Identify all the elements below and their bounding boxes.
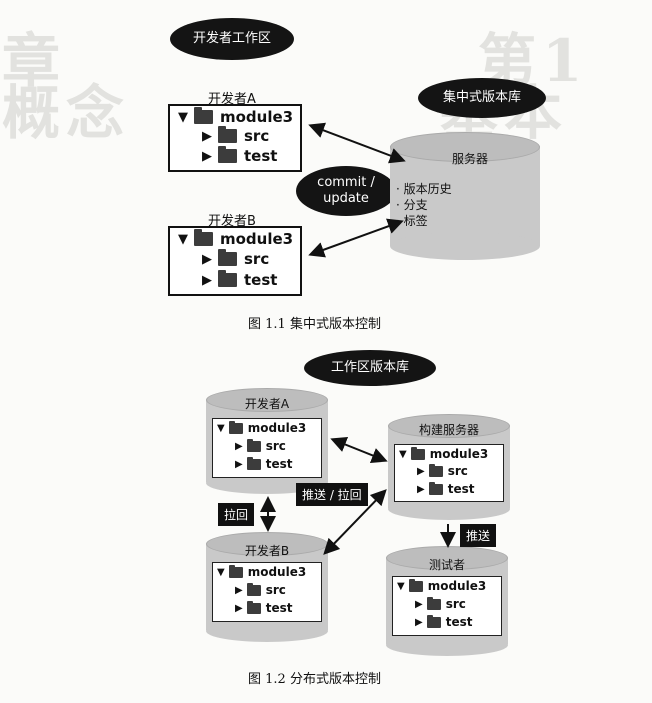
tree-test-row: ▶ test (202, 270, 278, 289)
figure1-caption: 图 1.1 集中式版本控制 (248, 317, 381, 332)
folder-icon (246, 438, 261, 452)
ghost-chapter-text: 章 (2, 27, 67, 95)
cyl-a-tree: ▼ module3 ▶ src ▶ test (212, 418, 322, 478)
server-item-history: · 版本历史 (396, 182, 452, 196)
triangle-right-icon: ▶ (202, 251, 212, 267)
triangle-right-icon: ▶ (417, 483, 425, 495)
folder-icon (228, 420, 243, 434)
triangle-right-icon: ▶ (235, 440, 243, 452)
tree-src-label: src (244, 250, 270, 268)
triangle-right-icon: ▶ (202, 272, 212, 288)
figure2-caption: 图 1.2 分布式版本控制 (248, 672, 381, 687)
central-repo-label: 集中式版本库 (442, 89, 521, 105)
developer-a-box: ▼ module3 ▶ src ▶ test (168, 104, 302, 172)
folder-icon (218, 146, 237, 163)
arrow-a-build (330, 437, 388, 463)
folder-icon (426, 614, 441, 628)
tree-root-label: module3 (247, 421, 307, 435)
tree-test-label: test (265, 601, 293, 615)
triangle-right-icon: ▶ (235, 458, 243, 470)
tree-root-label: module3 (247, 565, 307, 579)
workspace-label: 开发者工作区 (192, 30, 271, 46)
folder-icon (228, 564, 243, 578)
workspace-oval: 开发者工作区 (170, 18, 294, 60)
triangle-right-icon: ▶ (415, 598, 423, 610)
folder-icon (428, 481, 443, 495)
workspace-repo-oval: 工作区版本库 (304, 350, 436, 386)
central-repo-oval: 集中式版本库 (418, 78, 546, 118)
ghost-concept-text: 概念 (2, 79, 131, 147)
cyl-b-tree: ▼ module3 ▶ src ▶ test (212, 562, 322, 622)
triangle-right-icon: ▶ (202, 128, 212, 144)
folder-icon (246, 456, 261, 470)
developer-a-label: 开发者A (208, 92, 256, 107)
tester-title: 测试者 (428, 558, 465, 572)
triangle-right-icon: ▶ (417, 465, 425, 477)
tree-src-row: ▶ src (202, 126, 270, 145)
tester-tree: ▼ module3 ▶ src ▶ test (392, 576, 502, 636)
developer-b-label: 开发者B (208, 214, 256, 229)
tree-root-row: ▼ module3 (178, 107, 294, 126)
triangle-down-icon: ▼ (217, 566, 225, 578)
push-tag: 推送 (460, 524, 497, 547)
folder-icon (408, 578, 423, 592)
folder-icon (246, 600, 261, 614)
tree-test-row: ▶ test (202, 146, 278, 165)
folder-icon (428, 463, 443, 477)
tree-test-label: test (445, 615, 473, 629)
tree-src-label: src (447, 464, 468, 478)
tree-root-row: ▼ module3 (178, 229, 294, 248)
folder-icon (246, 582, 261, 596)
tree-src-label: src (445, 597, 466, 611)
arrow-a-server (308, 122, 406, 164)
commit-update-oval: commit / update (296, 166, 396, 216)
triangle-down-icon: ▼ (399, 448, 407, 460)
triangle-down-icon: ▼ (397, 580, 405, 592)
triangle-down-icon: ▼ (178, 109, 188, 125)
tree-src-row: ▶ src (202, 249, 270, 268)
tree-root-label: module3 (429, 447, 489, 461)
tree-src-label: src (265, 583, 286, 597)
tree-root-label: module3 (220, 108, 294, 126)
triangle-right-icon: ▶ (235, 602, 243, 614)
build-server-tree: ▼ module3 ▶ src ▶ test (394, 444, 504, 502)
triangle-right-icon: ▶ (235, 584, 243, 596)
developer-b-box: ▼ module3 ▶ src ▶ test (168, 226, 302, 296)
cyl-b-title: 开发者B (244, 544, 290, 558)
folder-icon (410, 446, 425, 460)
commit-update-label: commit / update (317, 174, 375, 206)
workspace-repo-label: 工作区版本库 (330, 359, 409, 375)
tree-test-label: test (265, 457, 293, 471)
tree-root-label: module3 (220, 230, 294, 248)
tree-test-label: test (447, 482, 475, 496)
folder-icon (218, 249, 237, 266)
triangle-right-icon: ▶ (415, 616, 423, 628)
folder-icon (218, 270, 237, 287)
triangle-right-icon: ▶ (202, 148, 212, 164)
tree-test-label: test (244, 271, 278, 289)
arrow-b-server (308, 218, 404, 258)
tree-test-label: test (244, 147, 278, 165)
server-item-tag: · 标签 (396, 214, 428, 228)
folder-icon (426, 596, 441, 610)
tree-src-label: src (244, 127, 270, 145)
triangle-down-icon: ▼ (178, 231, 188, 247)
triangle-down-icon: ▼ (217, 422, 225, 434)
build-server-title: 构建服务器 (418, 423, 479, 437)
server-title: 服务器 (451, 152, 488, 166)
arrow-build-b (323, 489, 387, 555)
tree-src-label: src (265, 439, 286, 453)
cyl-a-title: 开发者A (244, 397, 290, 411)
folder-icon (194, 107, 213, 124)
server-item-branch: · 分支 (396, 198, 428, 212)
tree-root-label: module3 (427, 579, 487, 593)
server-cylinder (390, 132, 540, 262)
folder-icon (194, 229, 213, 246)
pull-back-tag: 拉回 (218, 503, 255, 526)
folder-icon (218, 126, 237, 143)
